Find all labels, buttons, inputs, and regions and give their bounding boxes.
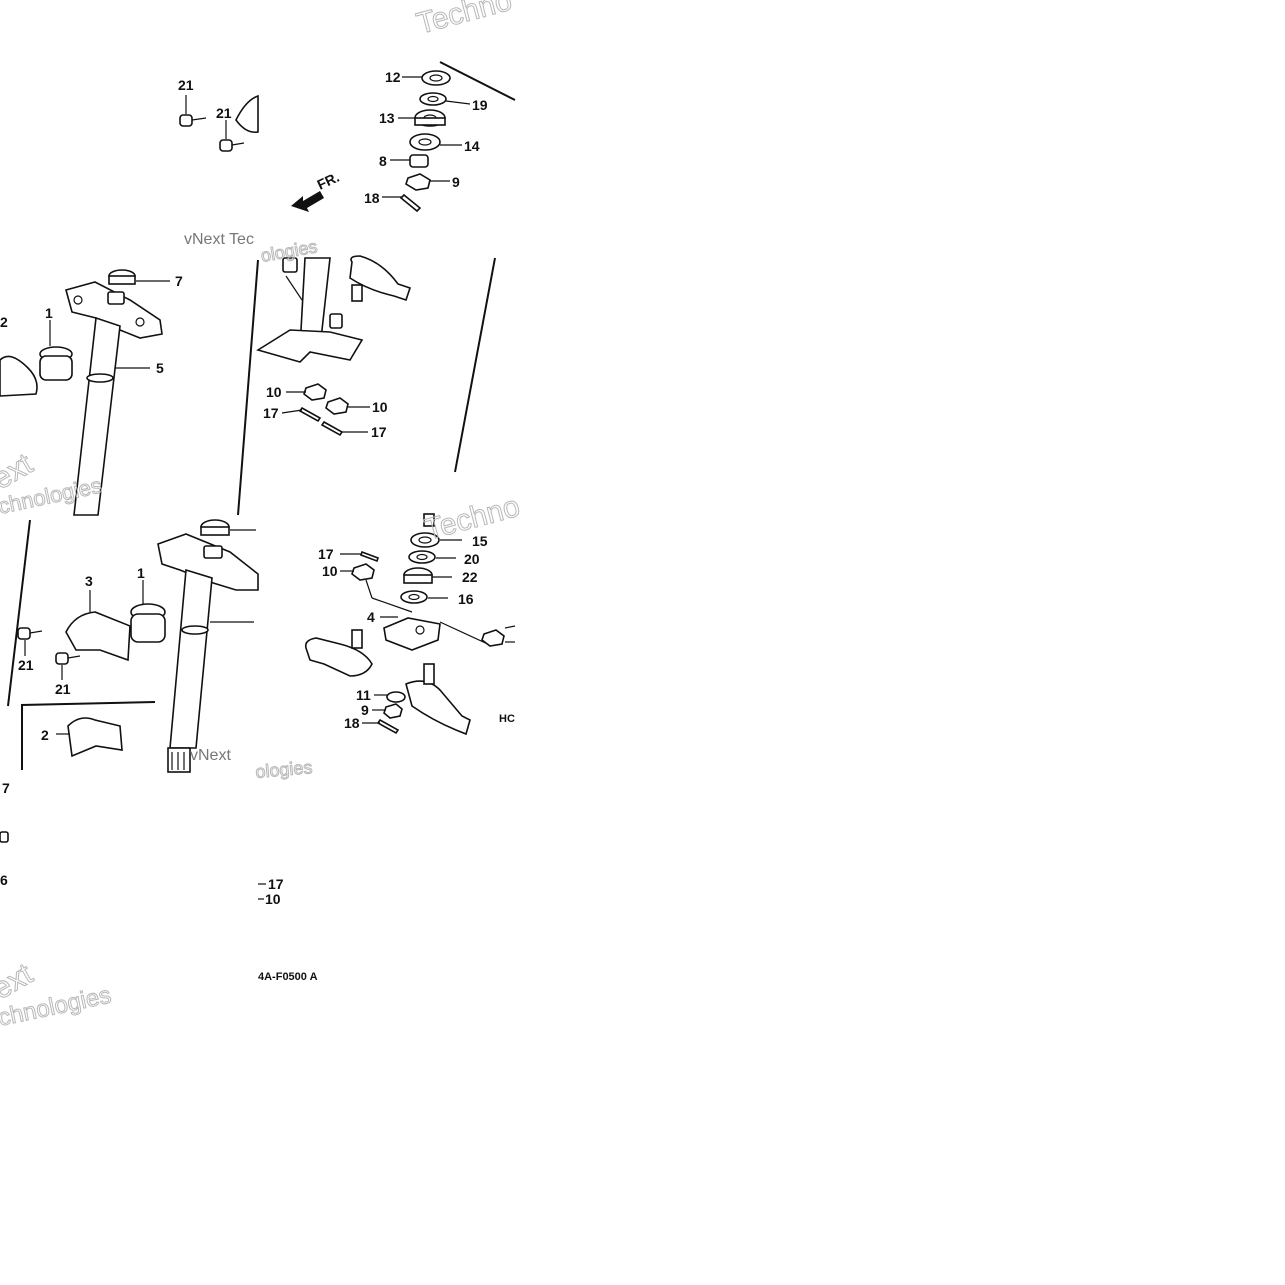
part-label: 7 (2, 780, 10, 796)
direction-label: FR. (315, 169, 342, 193)
fragments-bottom (0, 831, 266, 900)
nut-9-icon (383, 703, 403, 719)
seal-19-icon (419, 92, 447, 106)
nut-icon (481, 629, 505, 647)
cotter-pin-icon (359, 550, 380, 563)
spacer-8-icon (409, 154, 429, 168)
part-label: 21 (18, 657, 34, 673)
part-label: 17 (371, 424, 387, 440)
tie-rod-end-icon (304, 629, 373, 677)
nut-10-icon (303, 383, 327, 401)
part-label: 21 (216, 105, 232, 121)
bearing-12-icon (421, 70, 451, 86)
panel-bottom-middle (304, 513, 516, 736)
tie-rod-end-icon (405, 663, 471, 736)
part-label: 11 (356, 687, 371, 703)
panel-bottom-left (7, 519, 259, 773)
steering-arm-icon (256, 329, 364, 363)
bracket-icon (0, 355, 38, 397)
part-label: 5 (156, 360, 164, 376)
cotter-pin-icon (320, 420, 344, 437)
bearing-16-icon (400, 590, 428, 604)
panel-top-middle: FR. (291, 61, 516, 213)
part-label: 9 (452, 174, 460, 190)
part-label: 20 (464, 551, 480, 567)
part-label: 17 (268, 876, 284, 892)
part-label: 15 (472, 533, 488, 549)
clip-icon (0, 831, 9, 843)
part-label: 1 (45, 305, 53, 321)
cotter-pin-18-icon (376, 718, 400, 735)
nut-10-icon (351, 563, 375, 581)
cotter-pin-18-icon (399, 193, 422, 213)
seal-20-icon (408, 550, 436, 564)
part-label: 10 (372, 399, 388, 415)
part-label: 2 (0, 314, 8, 330)
part-label: 10 (266, 384, 282, 400)
part-label: 10 (265, 891, 281, 907)
spring-icon (423, 513, 435, 527)
watermark: vNext Tec (184, 231, 254, 248)
bolt-icon (219, 120, 245, 152)
part-label: 10 (322, 563, 338, 579)
watermarks: Techno vNext Tec ologies ext chnologies … (0, 0, 524, 1032)
panel-middle-middle (256, 255, 496, 473)
nut-10-icon (325, 397, 349, 415)
panel-top-left (179, 94, 259, 152)
steering-plate-icon (157, 533, 259, 591)
steering-plate-icon (65, 281, 163, 339)
part-label: 18 (344, 715, 360, 731)
part-label: 6 (0, 872, 8, 888)
watermark: ologies (255, 757, 314, 782)
bolt-icon (17, 627, 43, 656)
part-label: 16 (458, 591, 474, 607)
steering-shaft-5-icon (73, 316, 121, 516)
part-label: 12 (385, 69, 401, 85)
washer-11-icon (386, 691, 406, 703)
tie-rod-end-icon (349, 255, 412, 302)
steering-shaft-icon (169, 568, 213, 749)
cotter-pin-icon (298, 406, 322, 423)
part-label: 22 (462, 569, 478, 585)
bolt-icon (179, 95, 207, 127)
nut-9-icon (405, 173, 431, 191)
front-direction-arrow-icon (291, 191, 324, 212)
part-label: 3 (85, 573, 93, 589)
part-label: 17 (263, 405, 279, 421)
panel-middle-left (0, 259, 259, 516)
part-label: 1 (137, 565, 145, 581)
drawing-code: 4A-F0500 A (258, 971, 318, 983)
bolt-icon (55, 652, 81, 680)
bracket-icon (235, 94, 259, 134)
knuckle-4-icon (383, 617, 441, 651)
part-label: 4 (367, 609, 375, 625)
part-label: 13 (379, 110, 395, 126)
bearing-15-icon (410, 532, 440, 548)
part-label: 8 (379, 153, 387, 169)
part-label: 17 (318, 546, 334, 562)
part-label: 7 (175, 273, 183, 289)
bracket-3-icon (65, 611, 131, 662)
watermark: Techno (413, 0, 515, 41)
part-label: 18 (364, 190, 380, 206)
part-label: 14 (464, 138, 480, 154)
part-label: 21 (178, 77, 194, 93)
part-label: 2 (41, 727, 49, 743)
part-label: 9 (361, 702, 369, 718)
drawing-code: HC (499, 713, 515, 725)
part-label: 19 (472, 97, 488, 113)
watermark: vNext (190, 747, 231, 764)
part-number-labels: 21 21 12 19 13 14 8 9 18 7 2 1 5 10 10 1… (0, 69, 488, 907)
part-label: 21 (55, 681, 71, 697)
bracket-2-icon (67, 717, 123, 758)
bearing-14-icon (409, 133, 441, 151)
